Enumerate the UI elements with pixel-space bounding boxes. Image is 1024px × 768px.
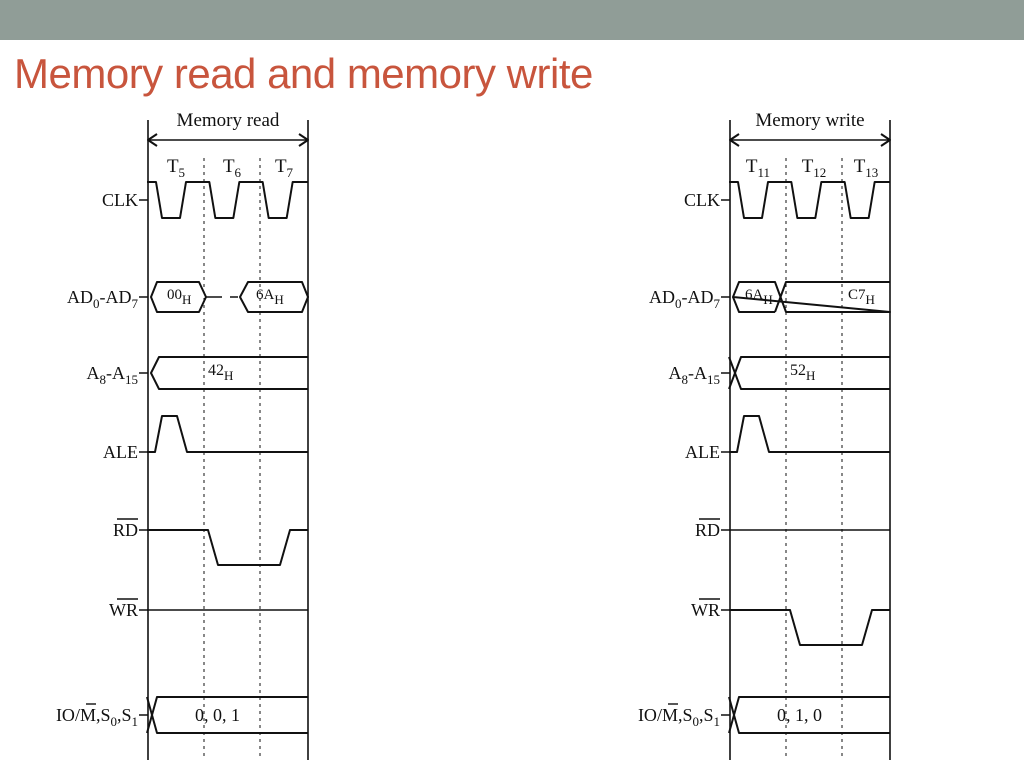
ale-waveform	[147, 415, 308, 453]
state-label: T12	[802, 156, 827, 180]
signal-label-rd: RD	[695, 520, 720, 540]
bus-segment	[150, 356, 308, 390]
status-segment	[728, 696, 890, 734]
signal-label-clk: CLK	[102, 190, 138, 210]
signal-clk: CLK	[684, 181, 890, 219]
signal-io: IO/M,S0,S1 0, 0, 1	[56, 696, 308, 734]
signal-ad: AD0-AD7 00H 6AH	[67, 281, 309, 313]
signal-a: A8-A15 52H	[669, 356, 890, 390]
diagram-header: Memory write	[755, 110, 864, 131]
signal-io: IO/M,S0,S1 0, 1, 0	[638, 696, 890, 734]
bus-value: 52H	[790, 362, 815, 383]
status-segment	[728, 696, 890, 734]
signal-rd: RD	[695, 518, 890, 540]
signal-ale: ALE	[685, 415, 890, 462]
signal-a: A8-A15 42H	[87, 356, 308, 390]
bus-value: 00H	[167, 287, 191, 307]
signal-label-rd: RD	[113, 520, 138, 540]
status-segment	[146, 696, 308, 734]
bus-value: 6AH	[256, 287, 284, 307]
signal-ad: AD0-AD7 6AH C7H	[649, 281, 891, 313]
status-value: 0, 1, 0	[777, 705, 822, 725]
clock-waveform	[147, 181, 308, 219]
signal-rd: RD	[113, 518, 308, 566]
bus-value: 42H	[208, 362, 233, 383]
state-label: T11	[746, 156, 770, 180]
bus-segment	[774, 281, 890, 313]
slide-title: Memory read and memory write	[14, 50, 593, 97]
signal-label-a: A8-A15	[669, 363, 721, 387]
bus-segment	[728, 356, 890, 390]
signal-label-clk: CLK	[684, 190, 720, 210]
state-label: T13	[854, 156, 879, 180]
bus-value: C7H	[848, 287, 875, 307]
signal-clk: CLK	[102, 181, 308, 219]
bus-segment	[732, 296, 775, 313]
signal-wr: WR	[691, 598, 890, 646]
signal-label-ad: AD0-AD7	[67, 287, 139, 311]
signal-label-io: IO/M,S0,S1	[638, 705, 720, 729]
ale-waveform	[729, 415, 890, 453]
signal-ale: ALE	[103, 415, 308, 462]
status-value: 0, 0, 1	[195, 705, 240, 725]
clock-waveform	[729, 181, 890, 219]
bus-value: 6AH	[745, 287, 773, 307]
signal-label-a: A8-A15	[87, 363, 139, 387]
state-label: T5	[167, 156, 185, 180]
signal-label-wr: WR	[109, 600, 138, 620]
status-segment	[146, 696, 308, 734]
signal-wr: WR	[109, 598, 308, 620]
strobe-waveform	[729, 609, 890, 646]
top-bar	[0, 0, 1024, 40]
signal-label-ale: ALE	[685, 442, 720, 462]
bus-segment	[728, 356, 890, 390]
signal-label-ad: AD0-AD7	[649, 287, 721, 311]
diagram-header: Memory read	[177, 110, 280, 131]
bus-segment	[239, 281, 309, 313]
state-label: T7	[275, 156, 294, 180]
strobe-waveform	[147, 529, 308, 566]
state-label: T6	[223, 156, 242, 180]
signal-label-io: IO/M,S0,S1	[56, 705, 138, 729]
signal-label-ale: ALE	[103, 442, 138, 462]
signal-label-wr: WR	[691, 600, 720, 620]
